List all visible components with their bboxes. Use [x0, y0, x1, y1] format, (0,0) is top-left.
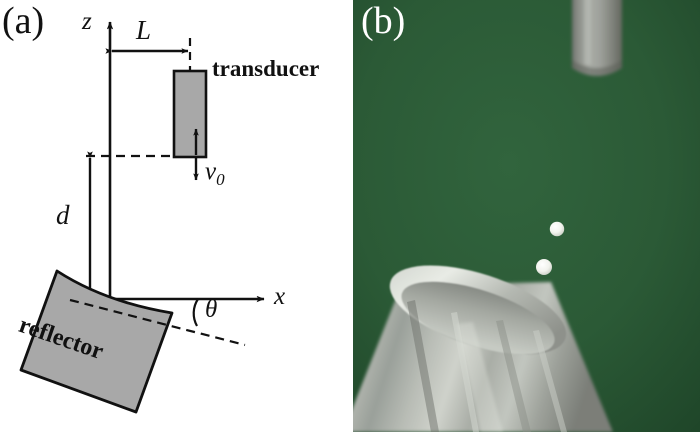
- x-axis-label: x: [274, 283, 286, 310]
- reflector-surface-dashed-extension: [69, 298, 246, 347]
- z-axis-label: z: [82, 8, 92, 35]
- panel-b-label: (b): [361, 0, 406, 42]
- levitated-particle-lower: [536, 259, 552, 275]
- lower-reflector-cylinder: [353, 265, 613, 432]
- angle-label-theta: θ: [205, 296, 218, 323]
- transducer-label: transducer: [212, 56, 320, 81]
- velocity-label-v0: v0: [205, 158, 225, 190]
- panel-b-photograph: (b): [353, 0, 700, 432]
- velocity-label-subscript: 0: [216, 170, 225, 189]
- velocity-label-symbol: v: [205, 158, 217, 185]
- angle-arc-theta: [192, 298, 199, 327]
- panel-a-schematic: (a) z x L d θ v0 transducer reflector: [2, 0, 320, 414]
- upper-transducer-cylinder: [572, 0, 622, 76]
- distance-label-d: d: [56, 200, 70, 230]
- panel-a-label: (a): [2, 0, 45, 42]
- reflector-body: [19, 269, 174, 414]
- cylinder-surface-streaks: [407, 300, 567, 432]
- photograph-raster-recreation: [353, 0, 700, 432]
- length-label-L: L: [136, 15, 152, 45]
- cylinder-rim: [389, 265, 567, 355]
- schematic-vector-graphics: [19, 21, 265, 414]
- transducer-body: [172, 69, 208, 159]
- levitated-particle-upper: [549, 221, 565, 237]
